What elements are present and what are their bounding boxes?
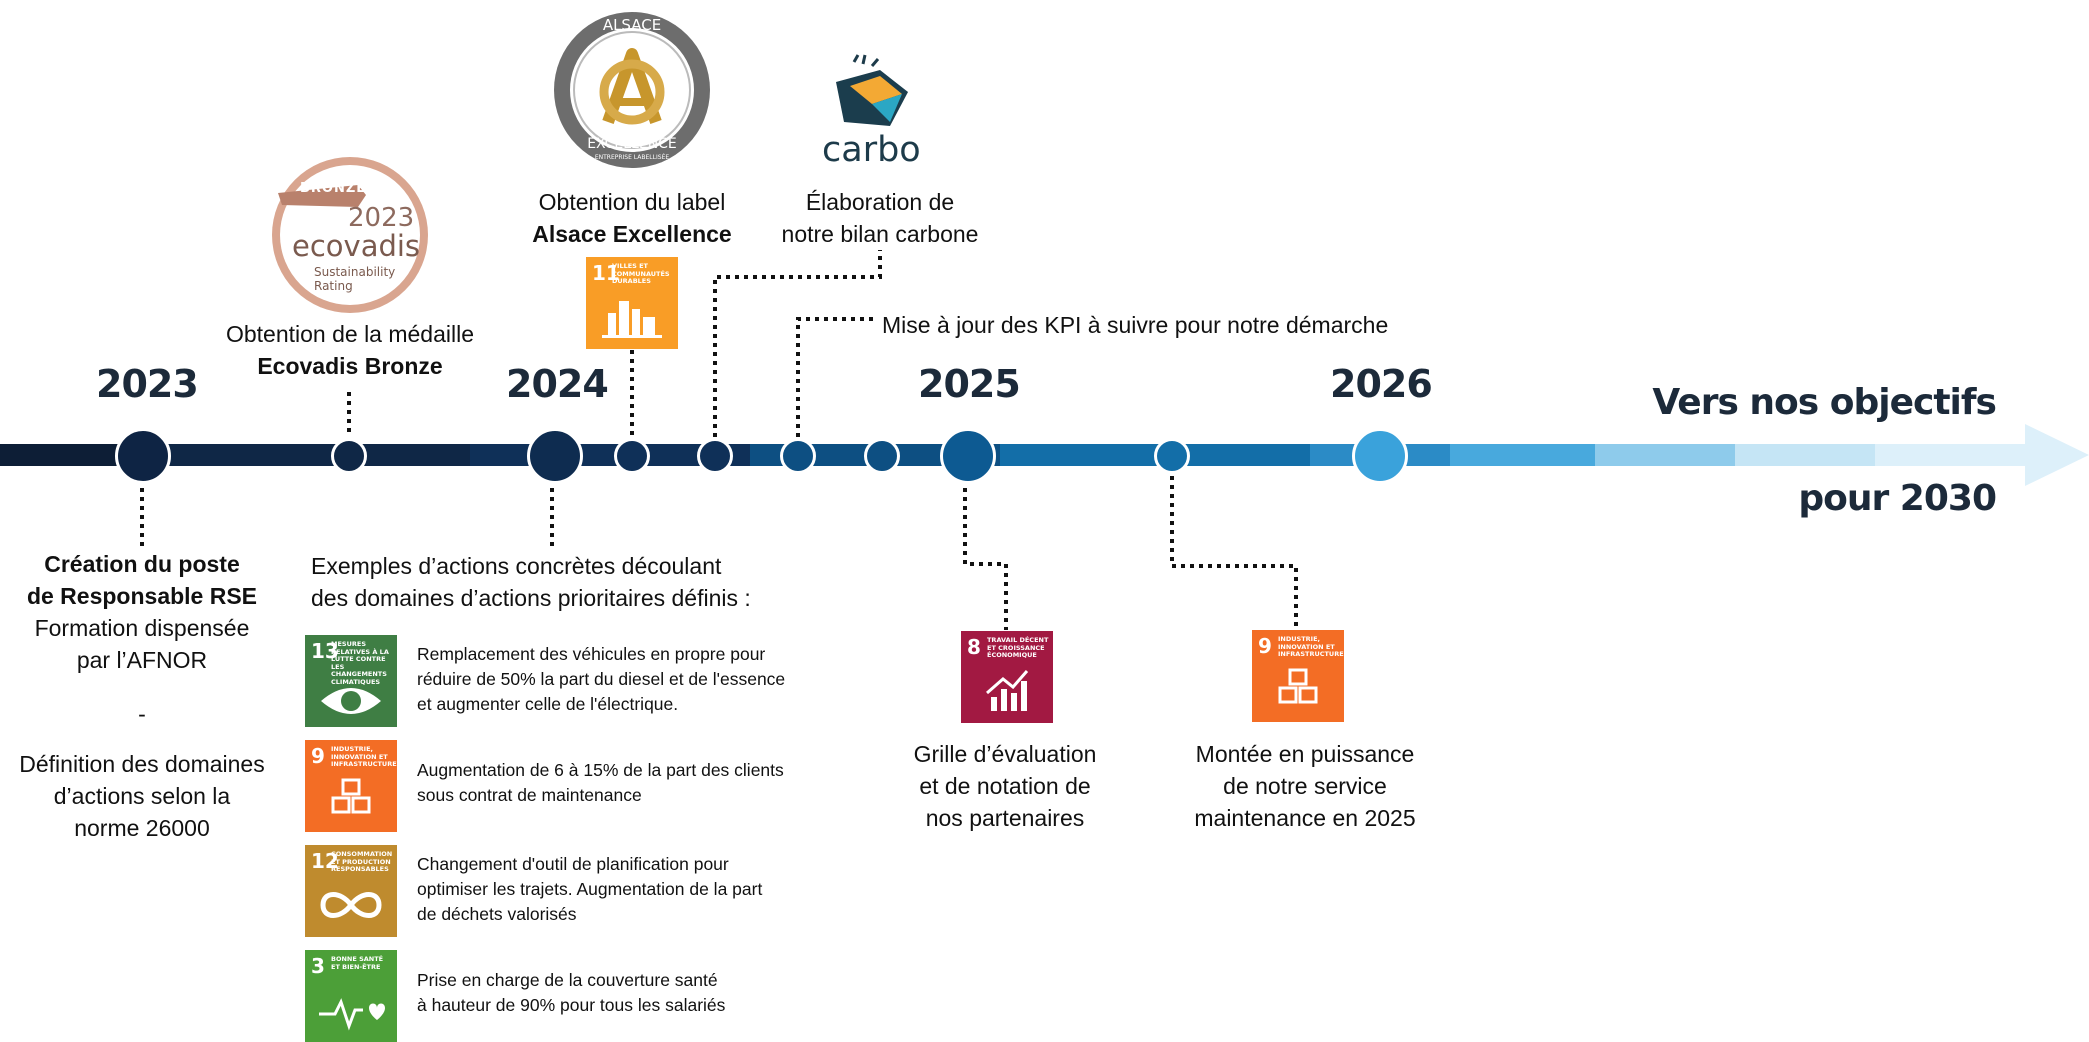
rse-spacer [0, 676, 284, 698]
rse-milestone: Création du poste de Responsable RSE For… [0, 548, 284, 844]
small-dot [614, 438, 650, 474]
year-2026: 2026 [1330, 362, 1433, 406]
ecovadis-badge: BRONZE 2023 ecovadis Sustainability Rati… [270, 155, 430, 315]
dot-2023 [115, 428, 171, 484]
dot-2025 [940, 428, 996, 484]
year-2024: 2024 [506, 362, 609, 406]
objective-line2: pour 2030 [1798, 478, 1997, 519]
action-1: Remplacement des véhicules en propre pou… [417, 644, 786, 714]
rse-spacer [0, 730, 284, 748]
rse-line3: Formation dispensée [34, 615, 250, 641]
maintenance-line1: Montée en puissance [1195, 741, 1415, 767]
small-dot [331, 438, 367, 474]
carbone-line2: notre bilan carbone [781, 221, 979, 247]
ecovadis-top: BRONZE [300, 181, 367, 196]
maintenance-milestone: Montée en puissance de notre service mai… [1170, 738, 1440, 834]
rse-separator: - [138, 701, 146, 727]
alsace-top: ALSACE [602, 16, 662, 34]
exemples-heading: Exemples d’actions concrètes découlant d… [311, 550, 831, 614]
rse-line6: d’actions selon la [53, 783, 231, 809]
action-4: Prise en charge de la couverture santé à… [417, 970, 726, 1015]
ecovadis-line1: Obtention de la médaille [225, 321, 475, 347]
alsace-line1: Obtention du label [538, 189, 726, 215]
small-dot [697, 438, 733, 474]
small-dot [1154, 438, 1190, 474]
rse-line4: par l’AFNOR [76, 647, 208, 673]
rse-line7: norme 26000 [74, 815, 210, 841]
kpi-milestone: Mise à jour des KPI à suivre pour notre … [882, 312, 1389, 338]
rse-line5: Définition des domaines [19, 751, 265, 777]
alsace-excellence-badge: ALSACE EXCELLENCE ENTREPRISE LABELLISÉE [552, 10, 712, 170]
rse-line2: de Responsable RSE [26, 583, 258, 609]
dot-2026 [1352, 428, 1408, 484]
sdg-13-icon: 13 MESURES RELATIVES À LA LUTTE CONTRE L… [305, 635, 397, 727]
ecovadis-sub1: Sustainability [314, 265, 396, 279]
year-2025: 2025 [918, 362, 1021, 406]
alsace-line2: Alsace Excellence [532, 221, 732, 247]
grille-line3: nos partenaires [925, 805, 1085, 831]
alsace-bottom: ENTREPRISE LABELLISÉE [594, 154, 670, 161]
sdg-11-icon: 11 VILLES ET COMMUNAUTÉS DURABLES [586, 257, 678, 349]
ecovadis-sub2: Rating [314, 279, 353, 293]
dot-2024 [527, 428, 583, 484]
ecovadis-line2: Ecovadis Bronze [257, 353, 443, 379]
maintenance-line3: maintenance en 2025 [1194, 805, 1416, 831]
sdg-3-icon: 3 BONNE SANTÉ ET BIEN-ÊTRE [305, 950, 397, 1042]
carbo-logo: carbo [818, 52, 928, 170]
ecovadis-brand: ecovadis [292, 229, 421, 263]
rse-line1: Création du poste [44, 551, 240, 577]
small-dot [780, 438, 816, 474]
sdg-8-icon: 8 TRAVAIL DÉCENT ET CROISSANCE ÉCONOMIQU… [961, 631, 1053, 723]
carbone-milestone: Élaboration de notre bilan carbone [760, 186, 1000, 250]
sdg-9-icon: 9 INDUSTRIE, INNOVATION ET INFRASTRUCTUR… [1252, 630, 1344, 722]
grille-milestone: Grille d’évaluation et de notation de no… [880, 738, 1130, 834]
year-2023: 2023 [96, 362, 199, 406]
small-dot [864, 438, 900, 474]
sdg-9-icon: 9 INDUSTRIE, INNOVATION ET INFRASTRUCTUR… [305, 740, 397, 832]
ecovadis-milestone: Obtention de la médaille Ecovadis Bronze [190, 318, 510, 382]
alsace-middle: EXCELLENCE [587, 136, 677, 152]
action-3: Changement d'outil de planification pour… [417, 854, 763, 924]
alsace-milestone: Obtention du label Alsace Excellence [492, 186, 772, 250]
objective-line1: Vers nos objectifs [1652, 382, 1997, 423]
grille-line1: Grille d’évaluation [913, 741, 1097, 767]
action-2: Augmentation de 6 à 15% de la part des c… [417, 760, 784, 805]
carbone-line1: Élaboration de [805, 189, 955, 215]
exemples-line1: Exemples d’actions concrètes découlant [311, 553, 722, 579]
sdg-12-icon: 12 CONSOMMATION ET PRODUCTION RESPONSABL… [305, 845, 397, 937]
exemples-line2: des domaines d’actions prioritaires défi… [311, 585, 751, 611]
ecovadis-year: 2023 [348, 203, 415, 233]
grille-line2: et de notation de [919, 773, 1091, 799]
maintenance-line2: de notre service [1223, 773, 1387, 799]
carbo-brand: carbo [822, 130, 921, 170]
